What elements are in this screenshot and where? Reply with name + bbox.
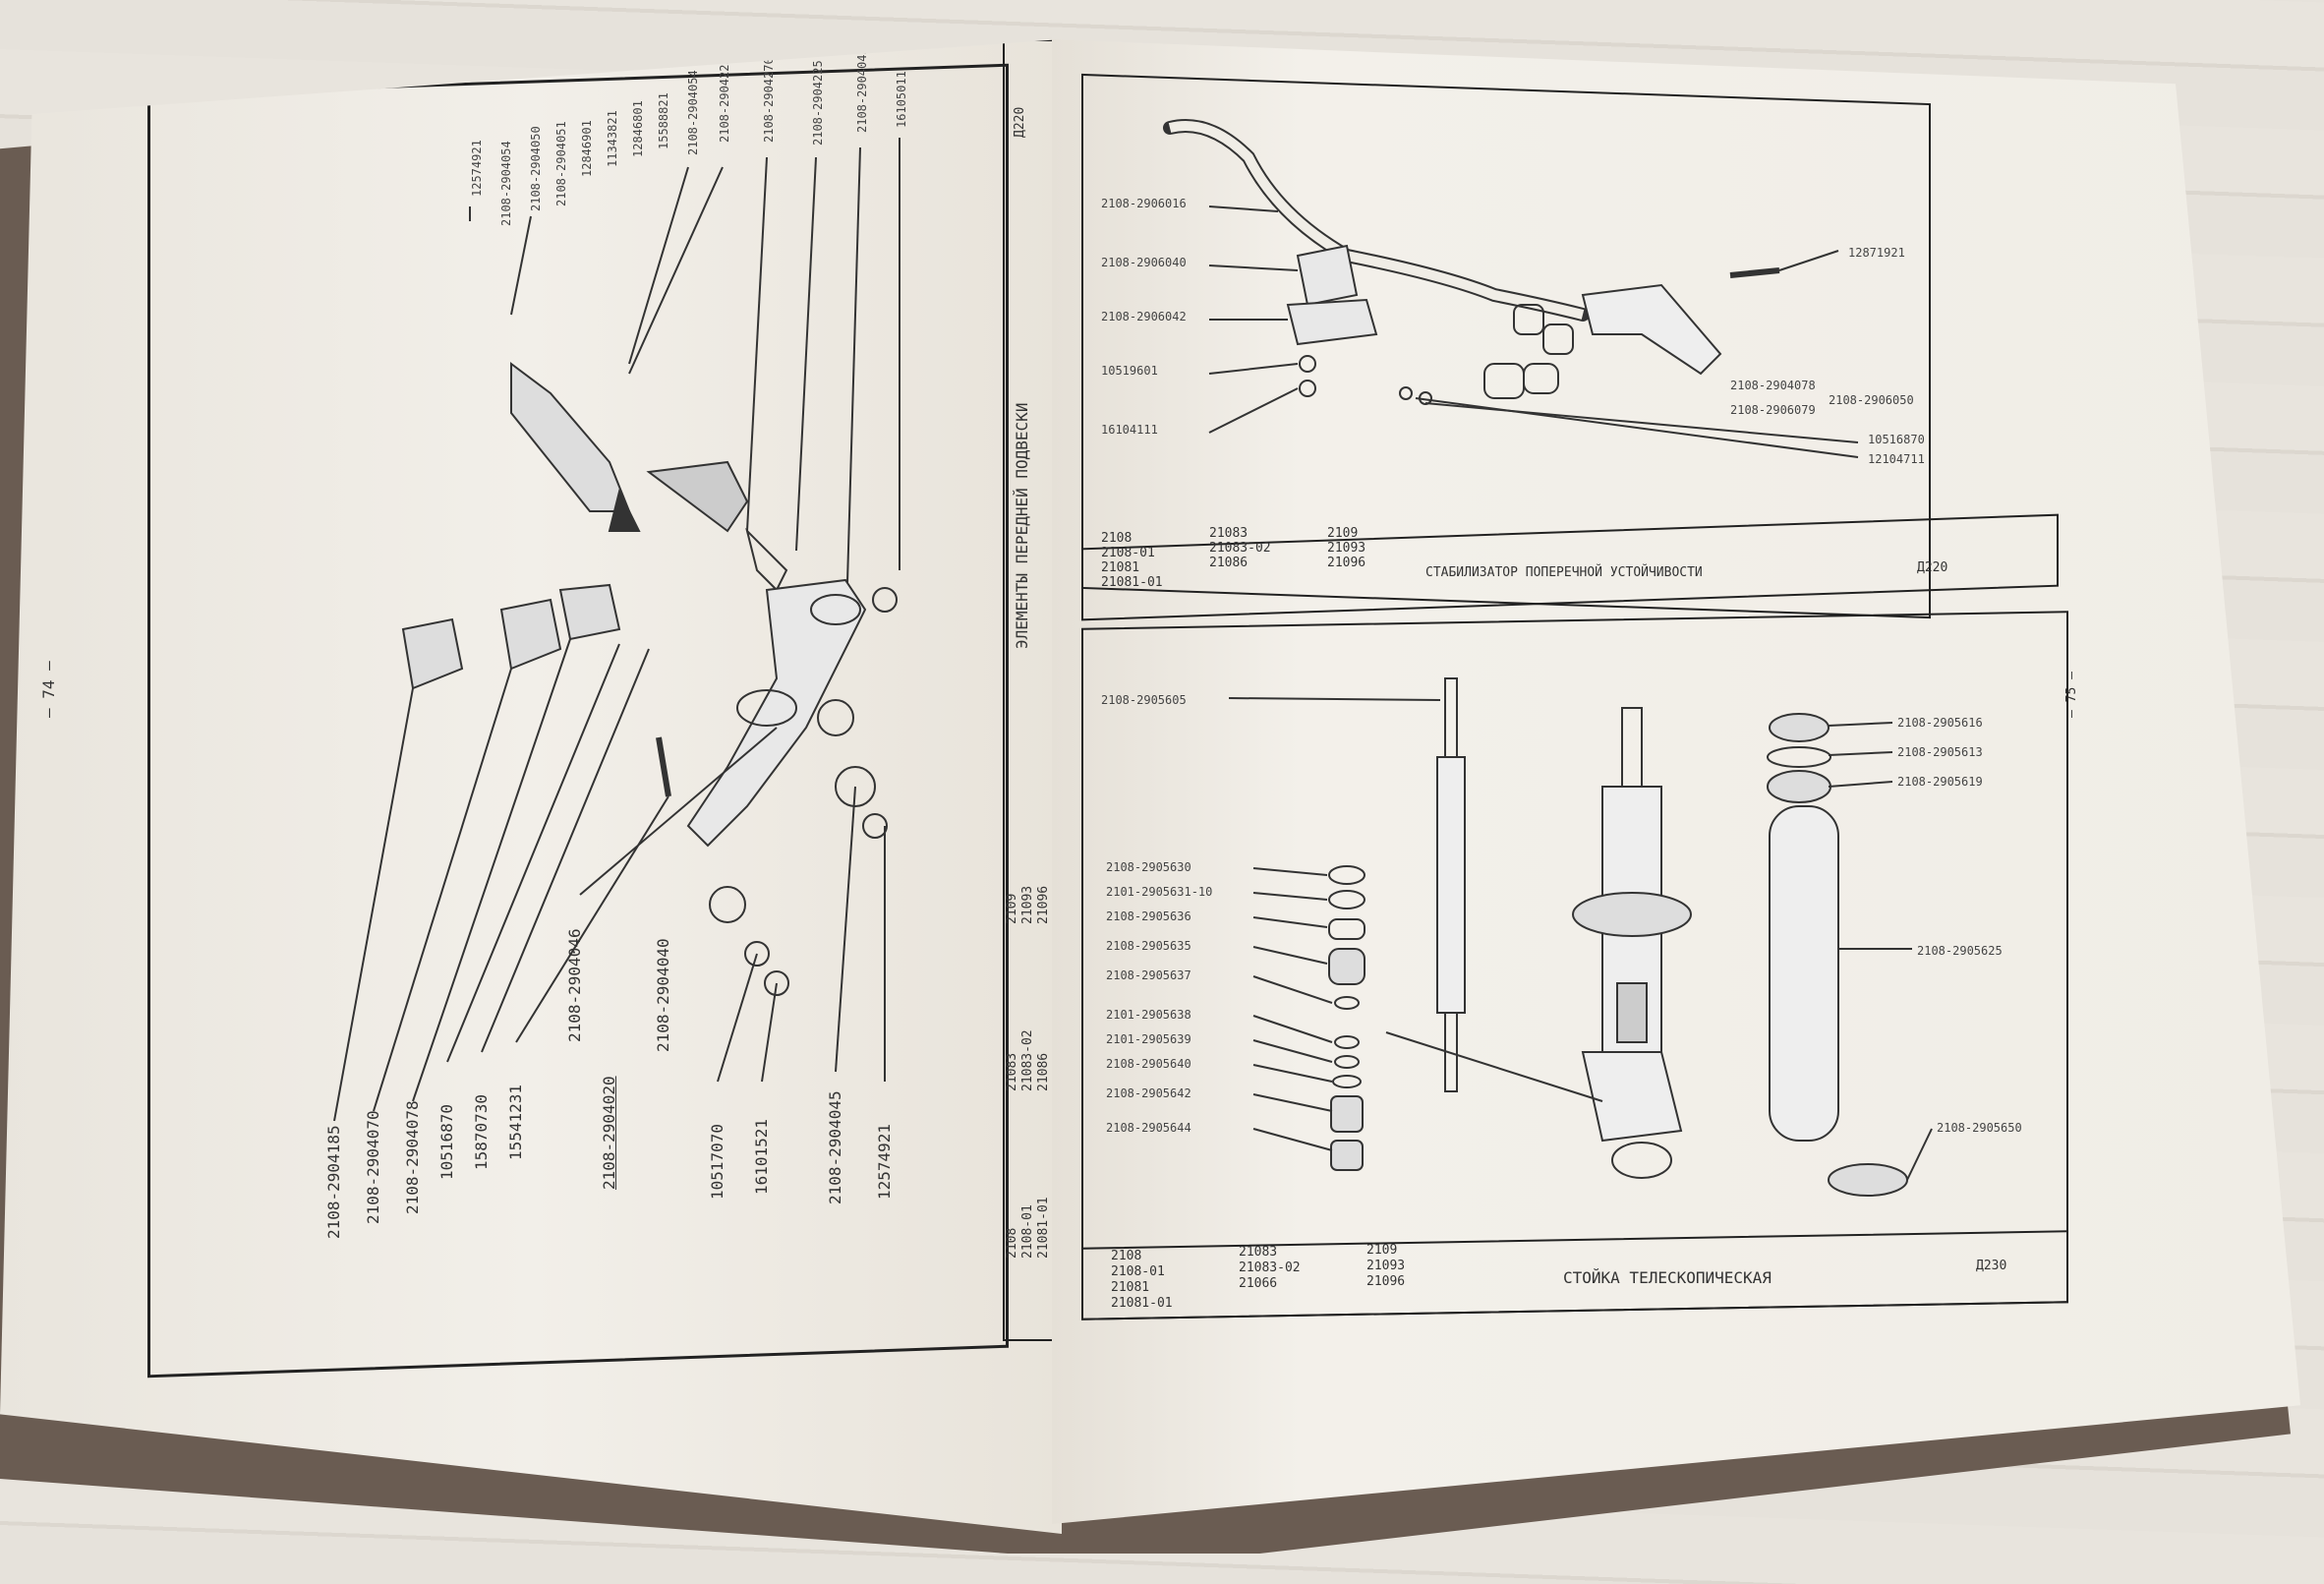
part-label: 2101-2905638 [1106,1008,1191,1022]
model-code: 2108-01 [1101,546,1155,560]
strut-code: Д230 [1976,1259,2007,1273]
stabilizer-title: СТАБИЛИЗАТОР ПОПЕРЕЧНОЙ УСТОЙЧИВОСТИ [1425,565,1703,580]
part-label: 10516870 [1868,433,1925,446]
part-label: 2108-2905605 [1101,693,1187,707]
part-label: 2101-2905639 [1106,1032,1191,1046]
left-page: — 74 — Д220 ЭЛЕМЕНТЫ ПЕРЕДНЕЙ ПОДВЕСКИ 2… [0,39,1062,1534]
model-code: 21096 [1366,1274,1406,1289]
model-code: 21081 [1111,1280,1150,1295]
part-label: 2108-2905619 [1897,775,1983,789]
model-code: 2109 [1366,1243,1398,1258]
part-label: 2108-2905616 [1897,716,1983,730]
strut-title: СТОЙКА ТЕЛЕСКОПИЧЕСКАЯ [1563,1268,1772,1287]
part-label: 2108-2906079 [1730,403,1816,417]
part-label: 2108-2905637 [1106,968,1191,982]
model-code: 2108-01 [1111,1264,1165,1279]
model-code: 21081-01 [1101,575,1163,590]
right-page: — 75 — 2108-2906016 2108-2906040 2108-29… [1052,39,2300,1524]
part-label: 2108-2905635 [1106,939,1191,953]
part-label: 2108-2906040 [1101,256,1187,269]
part-label: 2108-2905636 [1106,909,1191,923]
model-code: 2109 [1327,526,1359,541]
model-code: 21083-02 [1209,541,1271,556]
model-code: 21081 [1101,560,1140,575]
model-code: 21093 [1327,541,1366,556]
part-label: 2108-2905613 [1897,745,1983,759]
part-label: 2108-2905640 [1106,1057,1191,1071]
model-code: 2108 [1101,531,1133,546]
front-suspension-diagram [333,138,901,1122]
part-label: 2108-2904078 [1730,379,1816,392]
model-code: 21066 [1239,1276,1278,1291]
part-label: 2108-2905625 [1917,944,2003,958]
part-label: 12104711 [1868,452,1925,466]
part-label: 2101-2905631-10 [1106,885,1213,899]
part-label: 2108-2905644 [1106,1121,1191,1135]
part-label: 2108-2906016 [1101,197,1187,210]
part-label: 2108-2906050 [1829,393,1914,407]
part-label: 16104111 [1101,423,1158,437]
model-code: 21083 [1209,526,1249,541]
part-label: 2108-2905650 [1937,1121,2022,1135]
model-code: 21086 [1209,556,1249,570]
model-code: 21083 [1239,1245,1278,1260]
model-code: 21096 [1327,556,1366,570]
model-code: 21081-01 [1111,1296,1173,1311]
parts-diagram-right [1163,119,1933,1197]
model-code: 21083-02 [1239,1261,1301,1275]
part-label: 12871921 [1848,246,1905,260]
part-label: 2108-2906042 [1101,310,1187,323]
part-label: 10519601 [1101,364,1158,378]
stabilizer-code: Д220 [1917,560,1948,575]
part-label: 2108-2905630 [1106,860,1191,874]
part-label: 2108-2905642 [1106,1086,1191,1100]
model-code: 2108 [1111,1249,1142,1263]
model-code: 21093 [1366,1259,1406,1273]
